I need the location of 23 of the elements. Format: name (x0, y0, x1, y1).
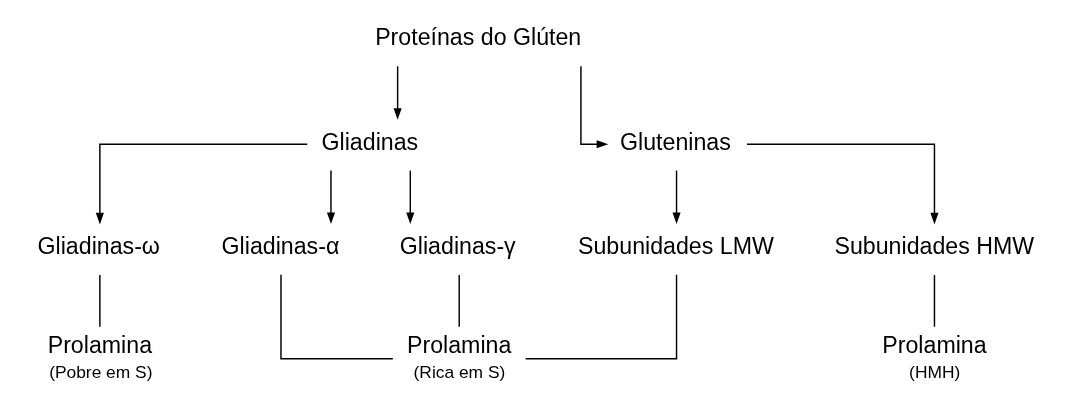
node-text: Gliadinas-ω (37, 233, 160, 260)
node-text: Subunidades HMW (834, 233, 1035, 260)
node-text: Subunidades LMW (578, 233, 774, 260)
connector (280, 273, 394, 360)
arrow (393, 65, 402, 120)
node-text: Proteínas do Glúten (375, 24, 582, 51)
node-text: Gliadinas-γ (399, 233, 516, 260)
connector (524, 273, 678, 360)
node-text: Gliadinas (321, 128, 419, 155)
arrow (746, 143, 939, 225)
node-text: Gliadinas-α (221, 233, 340, 260)
arrow (95, 143, 309, 225)
arrow (672, 169, 681, 225)
connector (99, 274, 101, 328)
arrow (326, 169, 336, 225)
node-text: Prolamina (HMH) (882, 332, 987, 382)
arrow (406, 169, 415, 225)
node-text: Prolamina (Rica em S) (407, 332, 512, 382)
node-text: Gluteninas (620, 128, 731, 155)
arrow (580, 65, 609, 149)
connector (458, 274, 460, 328)
connector (933, 274, 936, 328)
node-text: Prolamina (Pobre em S) (47, 332, 153, 382)
